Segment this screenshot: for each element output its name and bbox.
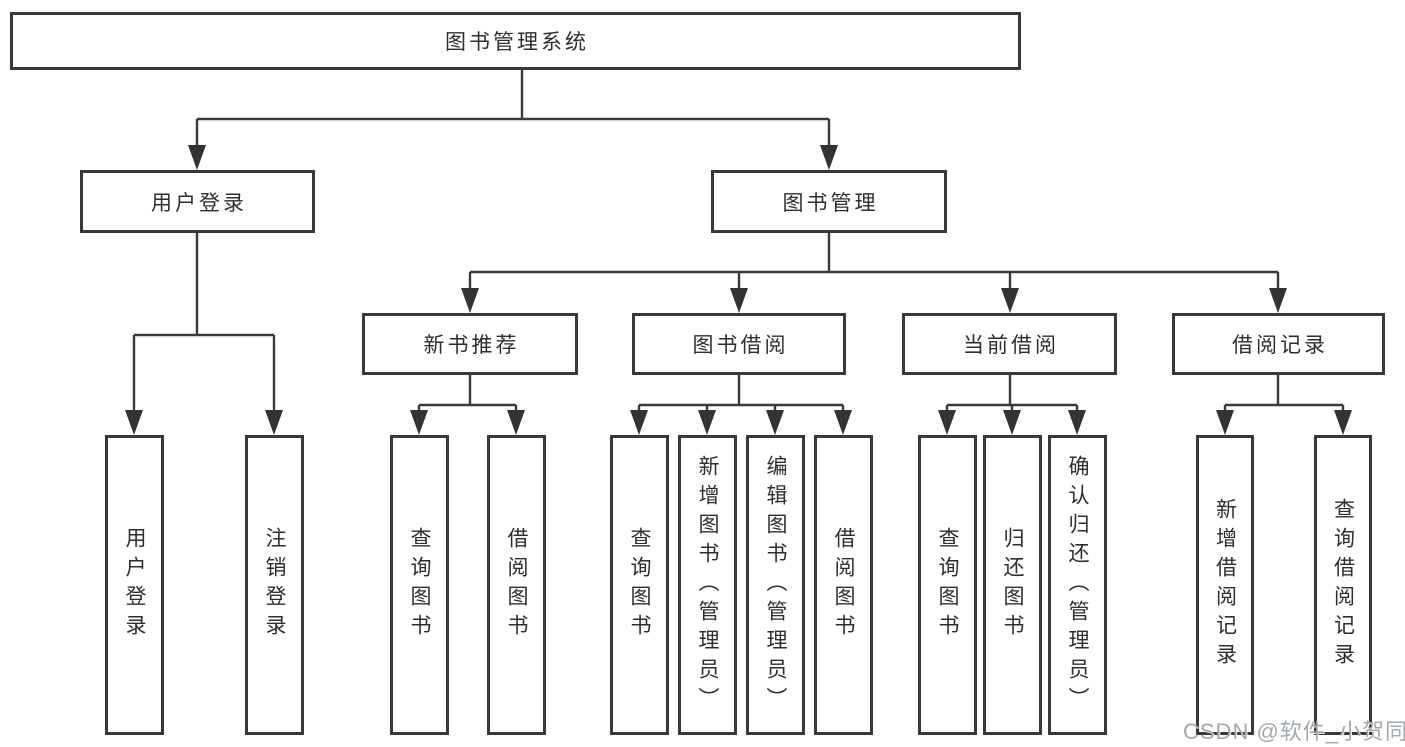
leaf-borrow-books: 借阅图书	[814, 435, 873, 735]
leaf-query-books-current: 查询图书	[918, 435, 977, 735]
node-label: 新增图书（管理员）	[696, 454, 719, 716]
leaf-user-login: 用户登录	[105, 435, 164, 735]
node-label: 确认归还（管理员）	[1066, 454, 1089, 716]
leaf-add-borrow-record: 新增借阅记录	[1196, 435, 1254, 735]
node-label: 借阅记录	[1232, 334, 1328, 357]
leaf-query-borrow-record: 查询借阅记录	[1314, 435, 1372, 735]
leaf-add-books-admin: 新增图书（管理员）	[678, 435, 737, 735]
node-label: 查询图书	[936, 527, 959, 643]
leaf-borrow-books-recommend: 借阅图书	[487, 435, 546, 735]
edge-current-to-leaves	[938, 375, 1086, 435]
node-label: 查询图书	[408, 527, 431, 643]
node-label: 借阅图书	[832, 527, 855, 643]
edge-recommend-to-leaves	[410, 375, 525, 435]
node-label: 查询图书	[628, 527, 651, 643]
node-label: 查询借阅记录	[1331, 498, 1355, 672]
node-label: 图书借阅	[692, 334, 789, 357]
node-label: 新书推荐	[423, 334, 520, 357]
node-current-borrow: 当前借阅	[902, 313, 1117, 375]
node-user-login: 用户登录	[80, 170, 315, 233]
node-label: 图书管理系统	[445, 31, 589, 54]
leaf-query-books-recommend: 查询图书	[390, 435, 449, 735]
leaf-edit-books-admin: 编辑图书（管理员）	[746, 435, 805, 735]
node-label: 用户登录	[151, 191, 247, 215]
node-label: 图书管理	[782, 191, 879, 215]
node-label: 归还图书	[1001, 527, 1024, 643]
edge-management-to-level3	[461, 233, 1287, 313]
edge-records-to-leaves	[1216, 375, 1352, 435]
leaf-confirm-return-admin: 确认归还（管理员）	[1048, 435, 1107, 735]
node-label: 注销登录	[263, 527, 286, 643]
leaf-return-books: 归还图书	[983, 435, 1042, 735]
node-book-management: 图书管理	[711, 170, 947, 233]
node-library-management-system: 图书管理系统	[10, 12, 1021, 70]
node-label: 用户登录	[123, 527, 146, 643]
csdn-watermark: CSDN @软件_小贺同学	[1183, 719, 1405, 744]
edge-borrow-to-leaves	[630, 375, 852, 435]
node-new-book-recommend: 新书推荐	[362, 313, 578, 375]
leaf-logout: 注销登录	[245, 435, 304, 735]
node-label: 借阅图书	[505, 527, 528, 643]
node-label: 当前借阅	[963, 334, 1059, 357]
edge-root-to-level2	[188, 70, 838, 170]
node-borrow-records: 借阅记录	[1172, 313, 1385, 375]
edge-login-to-leaves	[125, 233, 283, 435]
node-book-borrow: 图书借阅	[632, 313, 846, 375]
leaf-query-books-borrow: 查询图书	[610, 435, 669, 735]
node-label: 新增借阅记录	[1213, 498, 1237, 672]
node-label: 编辑图书（管理员）	[764, 454, 787, 716]
